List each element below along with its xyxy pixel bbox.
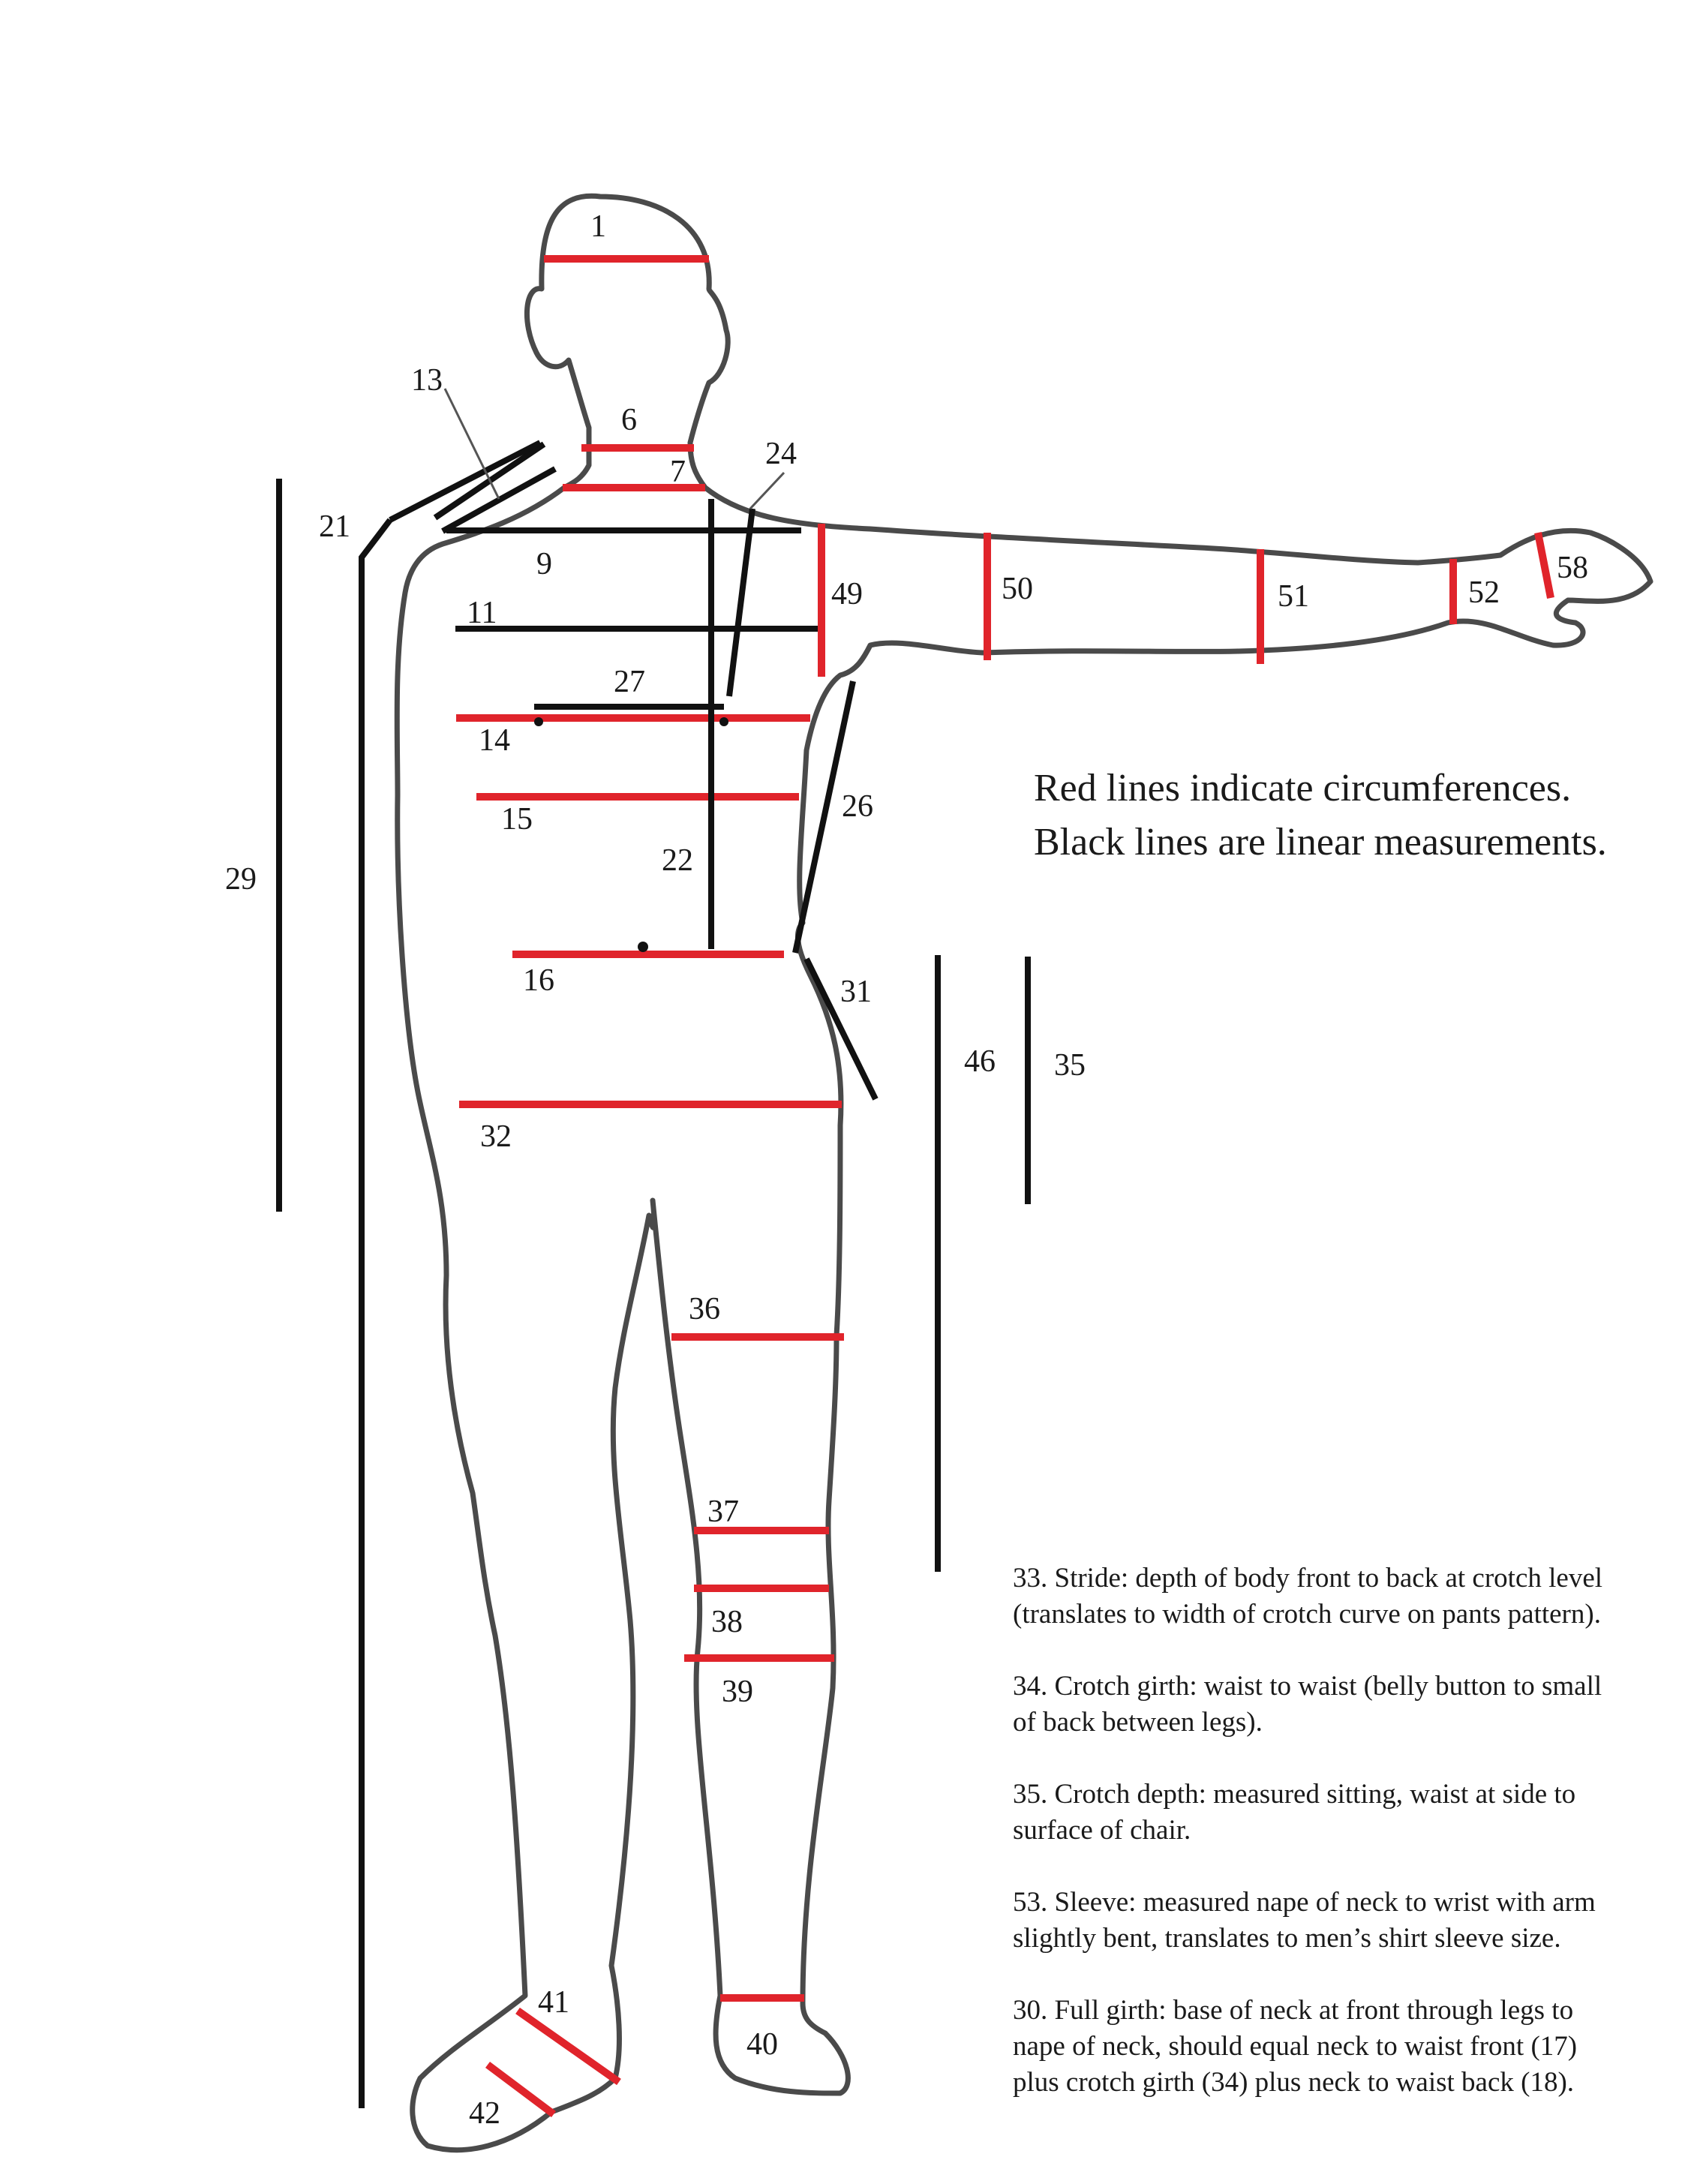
body-outline xyxy=(394,193,1653,2153)
label-29: 29 xyxy=(225,862,257,897)
legend-red-lines: Red lines indicate circumferences. xyxy=(1034,767,1572,810)
label-38: 38 xyxy=(711,1605,743,1639)
note-sleeve: 53. Sleeve: measured nape of neck to wri… xyxy=(1013,1887,1596,1954)
label-32: 32 xyxy=(480,1119,512,1154)
side-length-line xyxy=(359,518,393,2108)
label-58: 58 xyxy=(1557,551,1588,585)
underarm-to-waist-line xyxy=(792,680,856,954)
label-13: 13 xyxy=(411,363,443,398)
label-41: 41 xyxy=(538,1985,569,2020)
instep-line xyxy=(515,2007,621,2086)
note-crotch-depth: 35. Crotch depth: measured sitting, wais… xyxy=(1013,1779,1576,1846)
note-full-girth: 30. Full girth: base of neck at front th… xyxy=(1013,1995,1578,2098)
label-40: 40 xyxy=(746,2027,778,2062)
label-7: 7 xyxy=(670,455,686,489)
label-26: 26 xyxy=(842,789,873,824)
measurement-notes: 33. Stride: depth of body front to back … xyxy=(1013,1561,1673,2137)
label-39: 39 xyxy=(722,1675,753,1709)
label-42: 42 xyxy=(469,2096,500,2131)
waist-to-hip-line xyxy=(803,957,879,1101)
label-6: 6 xyxy=(621,403,637,437)
label-22: 22 xyxy=(662,843,693,878)
label-11: 11 xyxy=(467,596,497,630)
shoulder-slope-line xyxy=(389,440,542,523)
hand-line xyxy=(1534,532,1554,599)
label-50: 50 xyxy=(1002,572,1033,606)
label-9: 9 xyxy=(536,547,552,581)
note-crotch-girth: 34. Crotch girth: waist to waist (belly … xyxy=(1013,1671,1602,1738)
shoulder-line-lower xyxy=(441,466,557,534)
legend-black-lines: Black lines are linear measurements. xyxy=(1034,821,1607,864)
label-16: 16 xyxy=(523,963,554,998)
bust-point-dot xyxy=(534,717,543,726)
label-27: 27 xyxy=(614,665,645,699)
linear-lines xyxy=(276,388,1031,2108)
label-15: 15 xyxy=(501,802,533,837)
label-14: 14 xyxy=(479,723,510,758)
label-21: 21 xyxy=(319,509,350,544)
navel-dot xyxy=(638,942,648,952)
label-52: 52 xyxy=(1468,575,1500,610)
shoulder-to-bust-leader xyxy=(749,471,785,510)
shoulder-leader xyxy=(443,388,500,500)
label-37: 37 xyxy=(707,1495,739,1529)
label-1: 1 xyxy=(590,209,606,244)
heel-line xyxy=(485,2062,556,2117)
label-35: 35 xyxy=(1054,1048,1086,1083)
color-legend: Red lines indicate circumferences. Black… xyxy=(1034,762,1607,870)
label-49: 49 xyxy=(831,577,863,611)
label-46: 46 xyxy=(964,1044,996,1079)
label-31: 31 xyxy=(840,975,872,1009)
circumference-lines xyxy=(456,255,1554,2117)
label-24: 24 xyxy=(765,437,797,471)
shoulder-to-bust-line xyxy=(726,508,755,697)
label-36: 36 xyxy=(689,1292,720,1326)
note-stride: 33. Stride: depth of body front to back … xyxy=(1013,1563,1603,1630)
bust-point-dot-2 xyxy=(719,717,728,726)
measurement-labels: 1 6 7 13 21 24 9 11 27 14 15 22 26 29 16… xyxy=(225,209,1588,2131)
label-51: 51 xyxy=(1278,579,1309,614)
